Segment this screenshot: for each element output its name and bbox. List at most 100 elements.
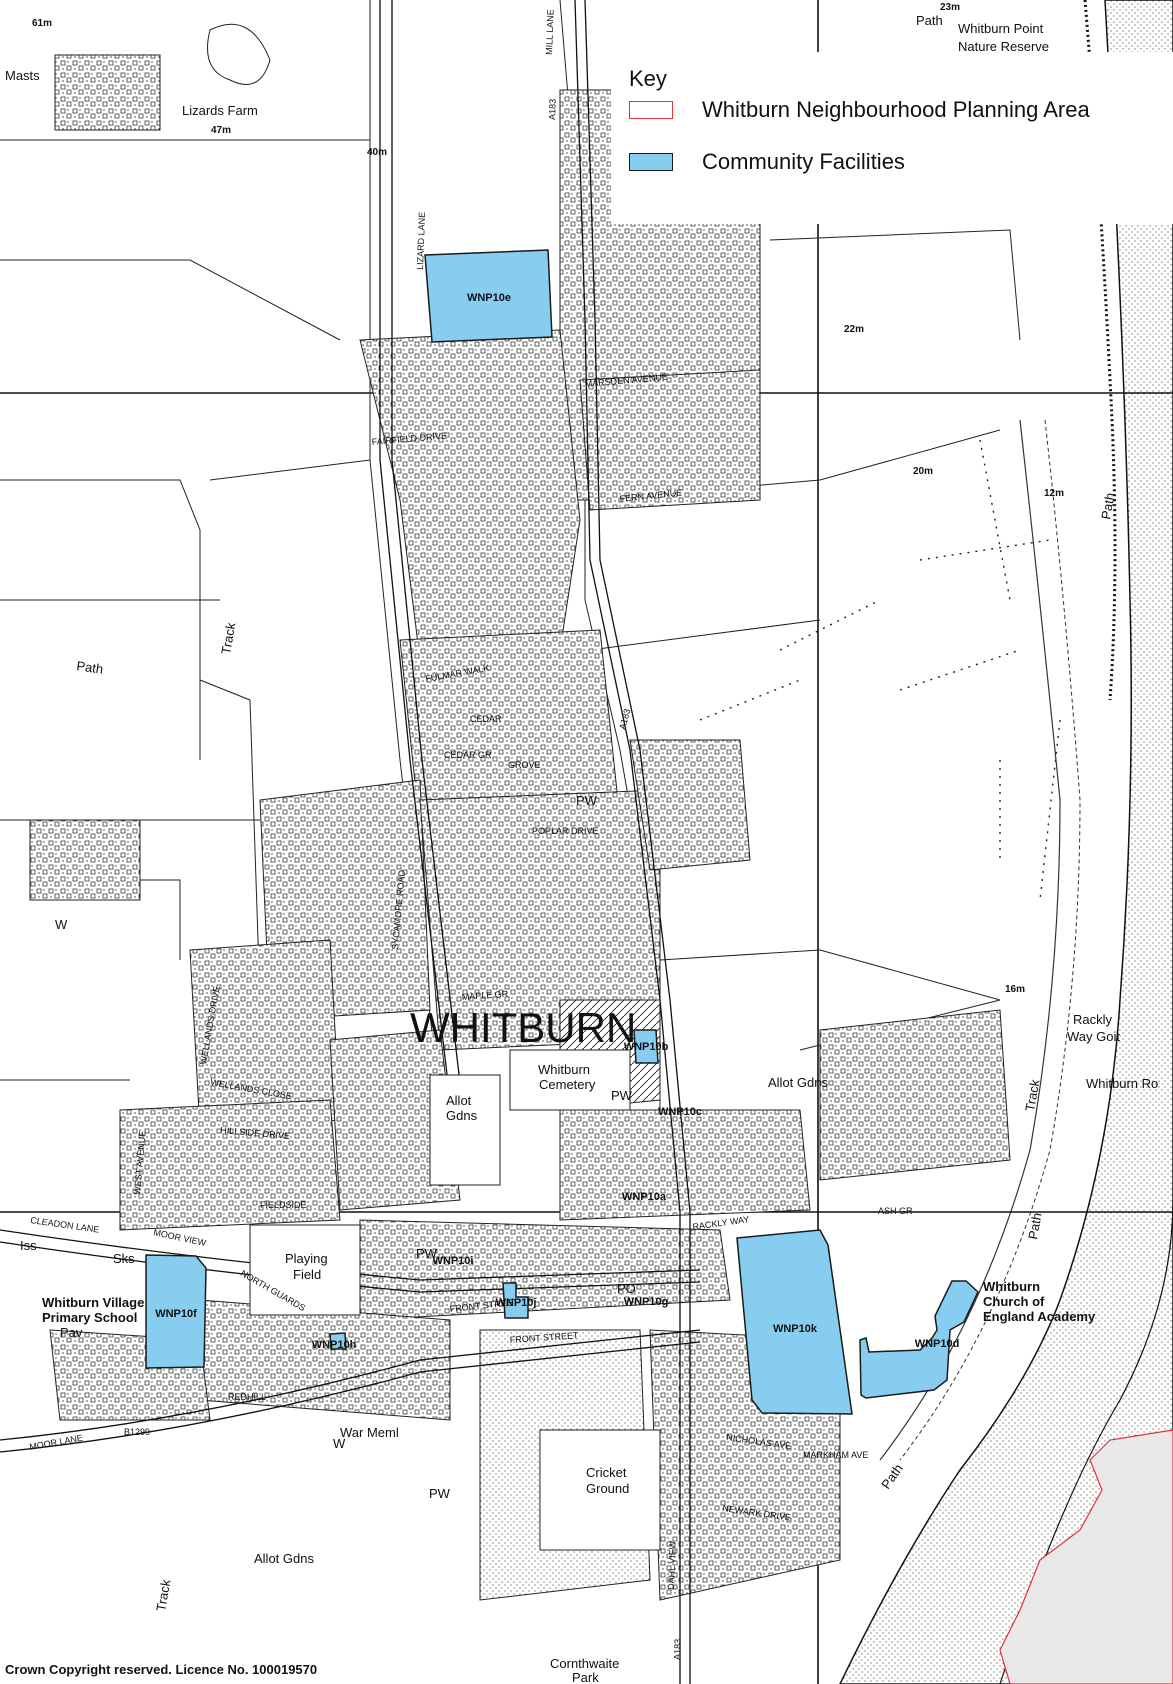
legend-item-planning-area: Whitburn Neighbourhood Planning Area: [629, 97, 1090, 123]
label-pav: Pav: [60, 1325, 83, 1340]
height-40m: 40m: [367, 147, 387, 158]
legend-title: Key: [629, 66, 667, 91]
label-academy-2: Church of: [983, 1294, 1045, 1309]
label-track-3: Track: [153, 1578, 173, 1613]
label-path-1: Path: [916, 13, 943, 28]
street-a183-1: A183: [547, 99, 558, 120]
label-masts: Masts: [5, 68, 40, 83]
map-legend: Key Whitburn Neighbourhood Planning Area…: [611, 52, 1173, 224]
label-playing-2: Field: [293, 1267, 321, 1282]
label-school-1: Whitburn Village: [42, 1295, 144, 1310]
label-iss: Iss: [20, 1238, 37, 1253]
label-cemetery-2: Cemetery: [539, 1077, 596, 1092]
label-pw-1: PW: [576, 793, 598, 808]
street-front-street-1: FRONT STREET: [509, 1330, 579, 1345]
label-lizards-farm: Lizards Farm: [182, 103, 258, 118]
facility-label-wnp10g: WNP10g: [624, 1296, 669, 1308]
legend-item-community-facilities: Community Facilities: [629, 149, 905, 175]
town-name: WHITBURN: [410, 1004, 636, 1051]
label-pw-4: PW: [429, 1486, 451, 1501]
height-47m: 47m: [211, 125, 231, 136]
community-facilities-swatch: [629, 153, 673, 171]
street-lizard-lane: LIZARD LANE: [415, 212, 427, 270]
facility-label-wnp10a: WNP10a: [622, 1191, 667, 1203]
facility-label-wnp10b: WNP10b: [624, 1041, 669, 1053]
street-ash-gr: ASH GR: [878, 1206, 913, 1216]
label-po: PO: [617, 1281, 636, 1296]
label-w-1: W: [55, 917, 68, 932]
label-path-2: Path: [76, 658, 105, 677]
facility-area-wnp10j[interactable]: [502, 1282, 529, 1319]
facility-area-wnp10f[interactable]: [145, 1254, 207, 1369]
height-61m: 61m: [32, 18, 52, 29]
facility-label-wnp10j: WNP10j: [496, 1297, 537, 1309]
street-cedar-grove: CEDAR GR: [444, 750, 492, 760]
legend-label-planning-area: Whitburn Neighbourhood Planning Area: [702, 97, 1090, 122]
street-mill-lane: MILL LANE: [544, 9, 556, 55]
height-12m: 12m: [1044, 488, 1064, 499]
neighbourhood-boundary: [999, 1429, 1173, 1684]
roads: [0, 0, 701, 1684]
label-pw-3: PW: [416, 1246, 438, 1261]
label-allot-gdns-east: Allot Gdns: [768, 1075, 828, 1090]
facility-area-wnp10e[interactable]: [424, 249, 553, 343]
label-whitburn-ro: Whitburn Ro: [1086, 1076, 1158, 1091]
label-war-meml: War Meml: [340, 1425, 399, 1440]
street-fieldside: FIELDSIDE: [260, 1200, 307, 1210]
facility-label-wnp10i: WNP10i: [433, 1255, 474, 1267]
label-pw-2: PW: [611, 1088, 633, 1103]
label-allot-gdns-south: Allot Gdns: [254, 1551, 314, 1566]
label-rackly-1: Rackly: [1073, 1012, 1113, 1027]
label-nature-reserve-1: Whitburn Point: [958, 21, 1044, 36]
label-allot-2: Gdns: [446, 1108, 478, 1123]
facility-label-wnp10f: WNP10f: [155, 1308, 197, 1320]
label-school-2: Primary School: [42, 1310, 137, 1325]
community-facilities: [145, 249, 979, 1415]
label-cornthwaite-1: Cornthwaite: [550, 1656, 619, 1671]
street-redhill: REDHILL: [228, 1392, 266, 1402]
label-track-1: Track: [218, 621, 238, 656]
street-grove: GROVE: [508, 760, 541, 770]
label-path-3: Path: [1098, 492, 1117, 521]
label-playing-1: Playing: [285, 1251, 328, 1266]
street-a183-3: A183: [672, 1639, 683, 1660]
label-w-2: W: [333, 1436, 346, 1451]
legend-label-community-facilities: Community Facilities: [702, 149, 905, 174]
label-cemetery-1: Whitburn: [538, 1062, 590, 1077]
field-markings: [699, 439, 1061, 901]
facility-area-wnp10d[interactable]: [859, 1280, 979, 1399]
street-markham-ave: MARKHAM AVE: [803, 1450, 868, 1460]
label-track-2: Track: [1022, 1078, 1042, 1113]
label-academy-3: England Academy: [983, 1309, 1096, 1324]
height-23m: 23m: [940, 2, 960, 13]
height-16m: 16m: [1005, 984, 1025, 995]
facility-label-wnp10k: WNP10k: [773, 1323, 818, 1335]
open-spaces: [207, 23, 661, 1551]
street-maple-gr: MAPLE GR: [461, 989, 509, 1002]
label-rackly-2: Way Goit: [1067, 1029, 1120, 1044]
label-allot-1: Allot: [446, 1093, 472, 1108]
height-20m: 20m: [913, 466, 933, 477]
label-cricket-2: Ground: [586, 1481, 629, 1496]
facility-label-wnp10c: WNP10c: [658, 1106, 702, 1118]
facility-area-wnp10k[interactable]: [736, 1229, 853, 1415]
height-22m: 22m: [844, 324, 864, 335]
label-cornthwaite-2: Park: [572, 1670, 599, 1684]
facility-area-wnp10b[interactable]: [633, 1029, 659, 1064]
facility-label-wnp10d: WNP10d: [915, 1338, 960, 1350]
facility-label-wnp10e: WNP10e: [467, 292, 511, 304]
built-up-area: [29, 54, 1011, 1601]
facility-label-wnp10h: WNP10h: [312, 1339, 357, 1351]
facility-area-wnp10h[interactable]: [329, 1332, 347, 1350]
label-cricket-1: Cricket: [586, 1465, 627, 1480]
planning-area-swatch: [629, 101, 673, 119]
street-cedar: CEDAR: [470, 714, 502, 724]
street-poplar-drive: POPLAR DRIVE: [532, 826, 599, 836]
street-b1299: B1299: [124, 1427, 150, 1437]
label-path-4: Path: [1025, 1212, 1044, 1241]
copyright-notice: Crown Copyright reserved. Licence No. 10…: [5, 1662, 318, 1677]
label-academy-1: Whitburn: [983, 1279, 1040, 1294]
label-nature-reserve-2: Nature Reserve: [958, 39, 1049, 54]
label-sks: Sks: [113, 1251, 135, 1266]
